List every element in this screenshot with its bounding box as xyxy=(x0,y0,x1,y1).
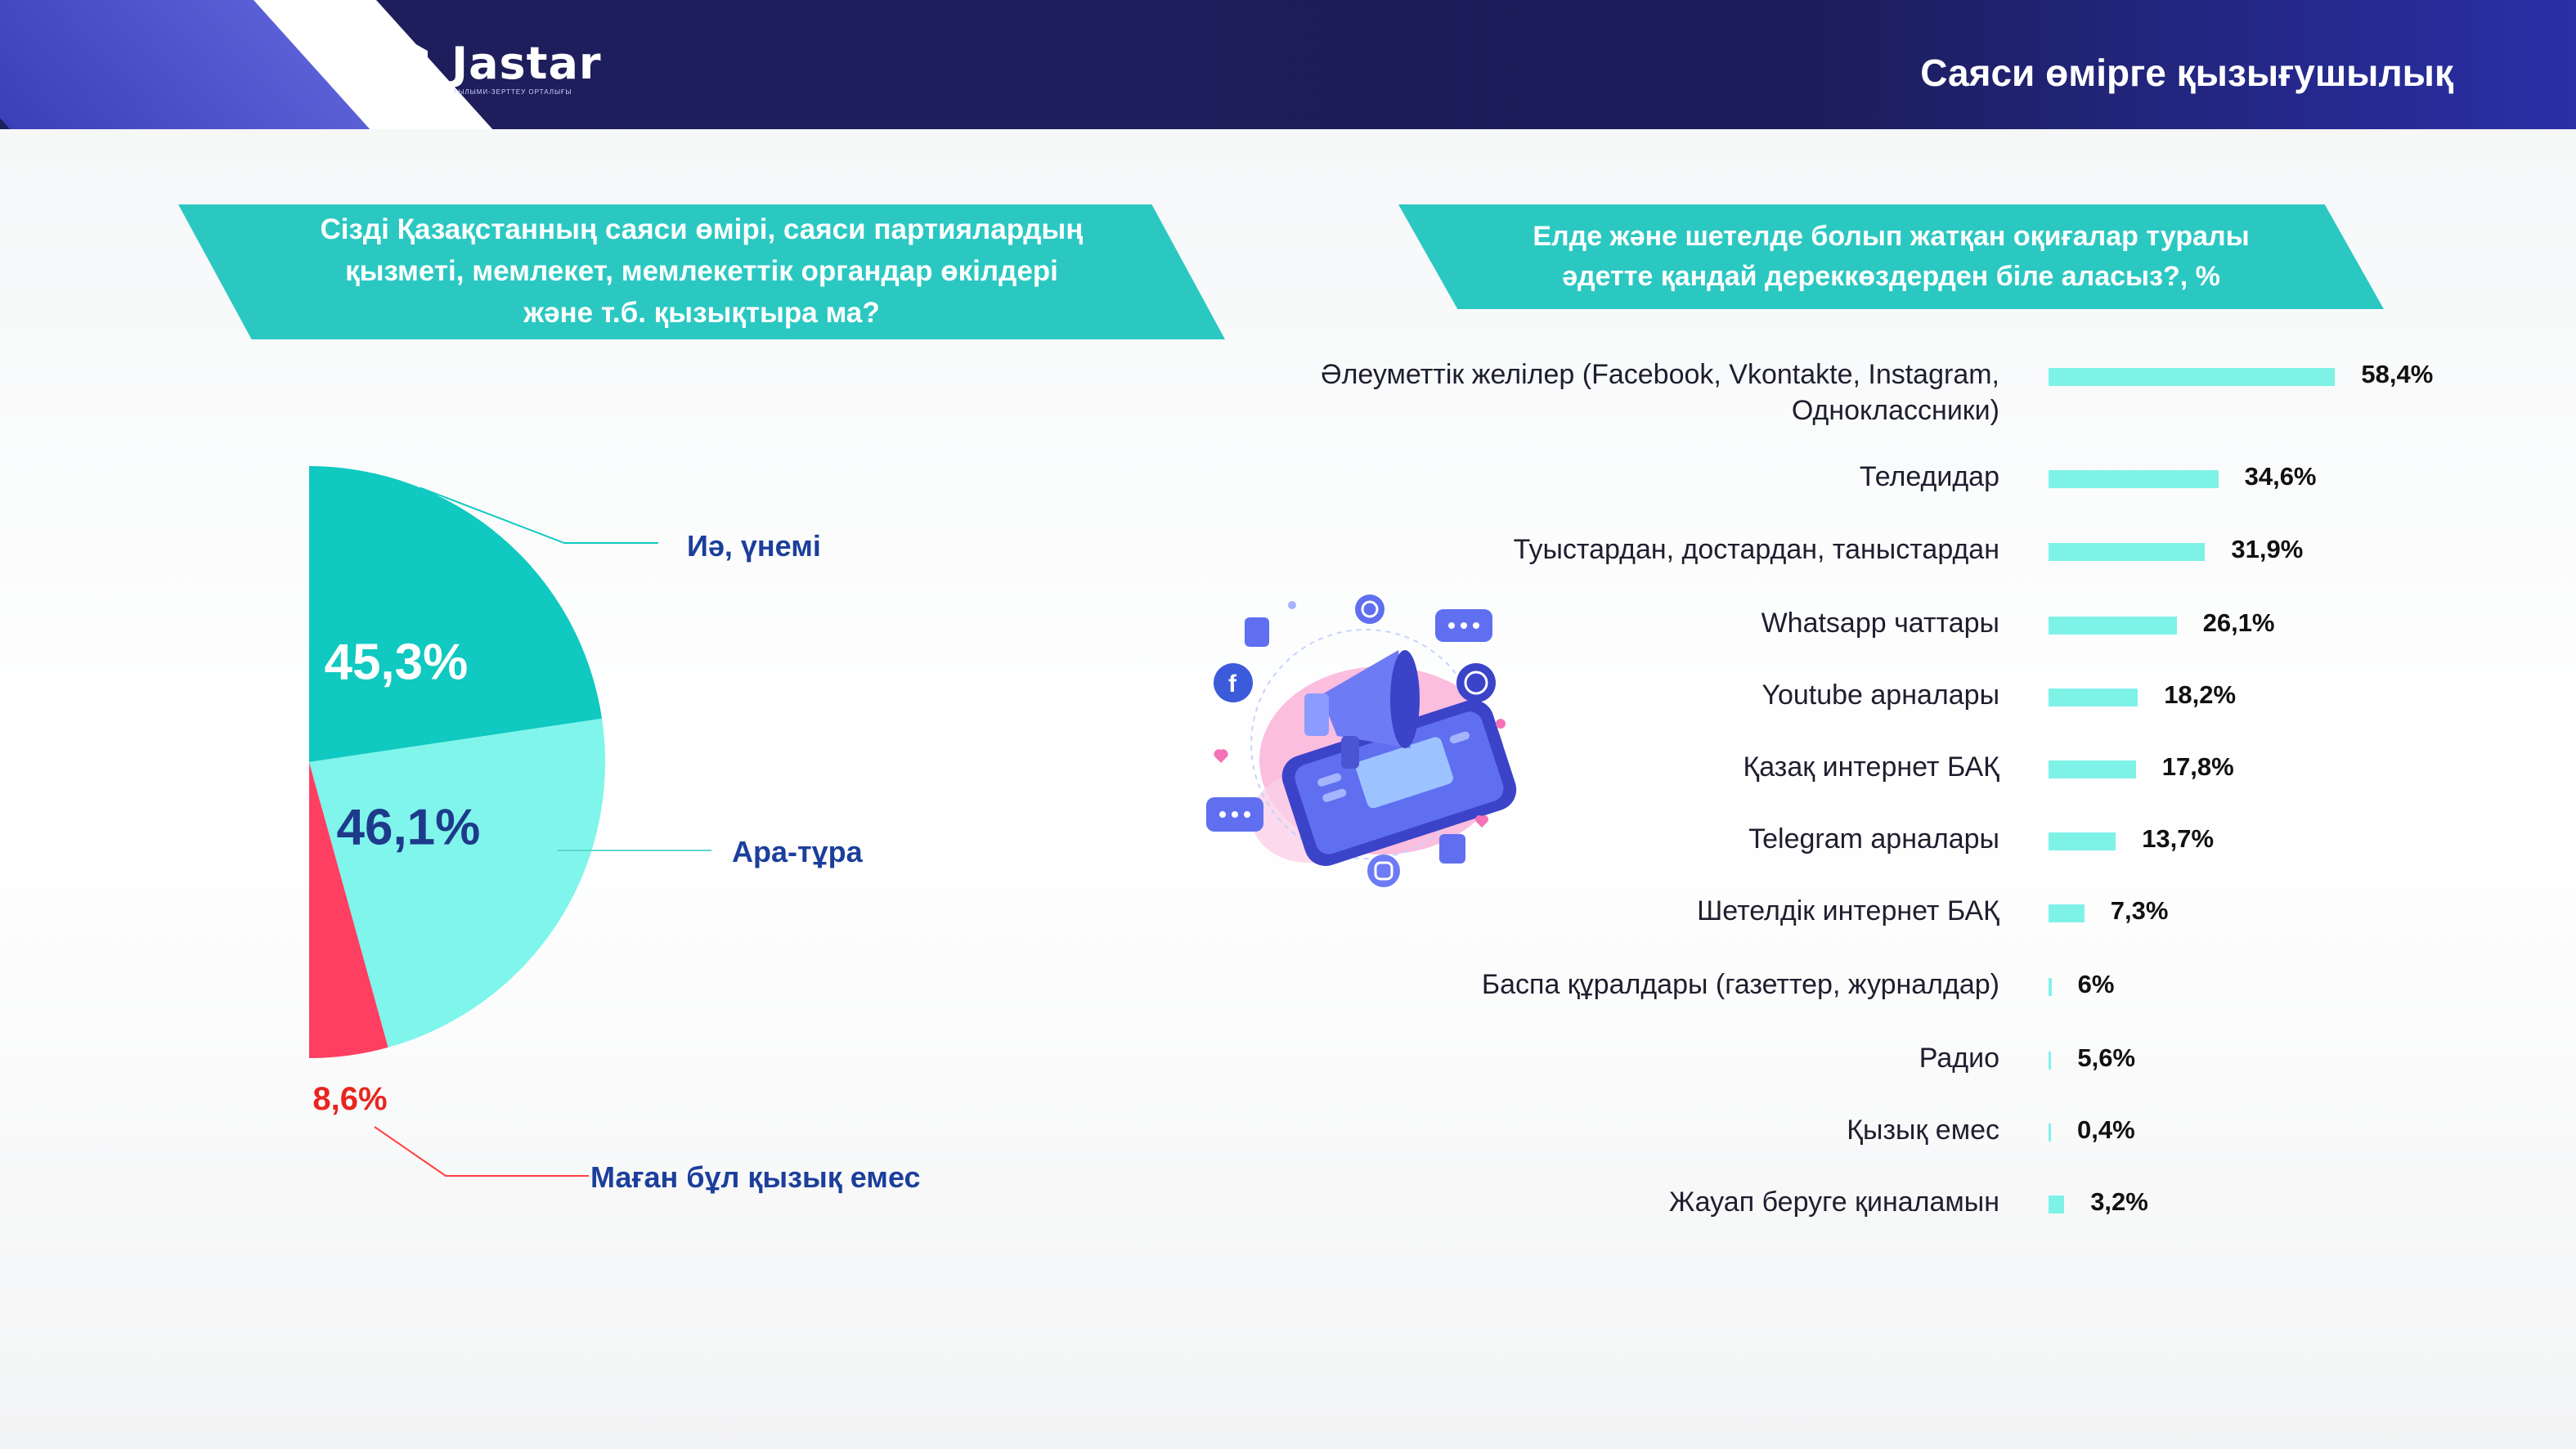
left-question-line-3: және т.б. қызықтыра ма? xyxy=(523,296,880,329)
bar-value-label-7: 7,3% xyxy=(2110,896,2169,925)
bar-3 xyxy=(2049,617,2177,635)
bar-2 xyxy=(2049,543,2206,561)
pie-leader-line-0 xyxy=(420,487,658,544)
pie-category-label-2: Маған бұл қызық емес xyxy=(590,1160,921,1194)
bar-category-label-8: Баспа құралдары (газеттер, журналдар) xyxy=(1481,969,1999,1000)
bar-value-label-10: 0,4% xyxy=(2077,1115,2135,1144)
left-question-banner: Сізді Қазақстанның саяси өмірі, саяси па… xyxy=(178,204,1225,339)
bar-7 xyxy=(2049,904,2085,922)
left-question-line-1: Сізді Қазақстанның саяси өмірі, саяси па… xyxy=(320,213,1084,246)
bar-value-label-8: 6% xyxy=(2077,970,2115,998)
page-title: Саяси өмірге қызығушылық xyxy=(1920,52,2453,94)
bar-0 xyxy=(2049,368,2336,386)
bar-category-label-4: Youtube арналары xyxy=(1761,680,1999,711)
logo-subtitle: ҒЫЛЫМИ-ЗЕРТТЕУ ОРТАЛЫҒЫ xyxy=(454,88,572,96)
bar-4 xyxy=(2049,689,2138,707)
svg-text:f: f xyxy=(1228,671,1237,698)
bar-category-label-0: Әлеуметтік желілер (Facebook, Vkontakte,… xyxy=(1320,359,1999,426)
right-question-line-1: Елде және шетелде болып жатқан оқиғалар … xyxy=(1533,220,2250,252)
pie-leader-line-2 xyxy=(374,1126,589,1177)
bar-9 xyxy=(2049,1052,2052,1070)
bar-category-label-7: Шетелдік интернет БАҚ xyxy=(1697,895,1999,926)
header-bar: Jastar ҒЫЛЫМИ-ЗЕРТТЕУ ОРТАЛЫҒЫ Саяси өмі… xyxy=(0,0,2576,129)
left-question-line-2: қызметі, мемлекет, мемлекеттік органдар … xyxy=(345,255,1058,288)
bar-category-label-9: Радио xyxy=(1919,1043,1999,1074)
bar-value-label-0: 58,4% xyxy=(2361,360,2434,388)
jastar-logo-icon xyxy=(378,38,428,95)
bar-category-label-3: Whatsapp чаттары xyxy=(1761,608,1999,639)
bar-category-label-10: Қызық емес xyxy=(1847,1115,1999,1146)
pie-value-label-1: 46,1% xyxy=(336,800,480,856)
bar-value-label-1: 34,6% xyxy=(2244,462,2317,491)
bar-category-label-11: Жауап беруге қиналамын xyxy=(1668,1187,1999,1218)
bar-category-label-2: Туыстардан, достардан, таныстардан xyxy=(1513,534,1999,565)
right-question-line-2: әдетте қандай дереккөздерден біле аласыз… xyxy=(1562,261,2220,292)
bar-value-label-9: 5,6% xyxy=(2077,1043,2136,1072)
pie-value-label-0: 45,3% xyxy=(324,634,468,690)
bar-value-label-4: 18,2% xyxy=(2164,680,2237,709)
pie-category-label-1: Ара-тұра xyxy=(732,835,864,868)
bar-11 xyxy=(2049,1196,2065,1213)
bar-category-label-5: Қазақ интернет БАҚ xyxy=(1743,751,1999,783)
bar-value-label-3: 26,1% xyxy=(2202,608,2275,637)
bar-category-label-6: Telegram арналары xyxy=(1748,823,1999,855)
pie-slice-0 xyxy=(309,466,603,762)
logo-text: Jastar xyxy=(451,38,602,89)
bar-value-label-11: 3,2% xyxy=(2090,1187,2148,1216)
bar-value-label-2: 31,9% xyxy=(2231,535,2304,563)
right-question-banner: Елде және шетелде болып жатқан оқиғалар … xyxy=(1398,204,2384,309)
social-media-illustration: f xyxy=(1206,594,1517,887)
bar-10 xyxy=(2049,1124,2051,1142)
bar-value-label-5: 17,8% xyxy=(2161,752,2234,781)
bar-value-label-6: 13,7% xyxy=(2142,824,2215,853)
pie-value-label-2: 8,6% xyxy=(312,1081,387,1117)
bar-8 xyxy=(2049,978,2052,996)
pie-category-label-0: Иә, үнемі xyxy=(687,529,821,563)
bar-category-label-1: Теледидар xyxy=(1859,461,1999,492)
bar-5 xyxy=(2049,760,2136,778)
pie-slice-1 xyxy=(309,718,605,1047)
bar-6 xyxy=(2049,832,2116,850)
pie-slice-2 xyxy=(309,762,388,1058)
bar-1 xyxy=(2049,470,2219,488)
